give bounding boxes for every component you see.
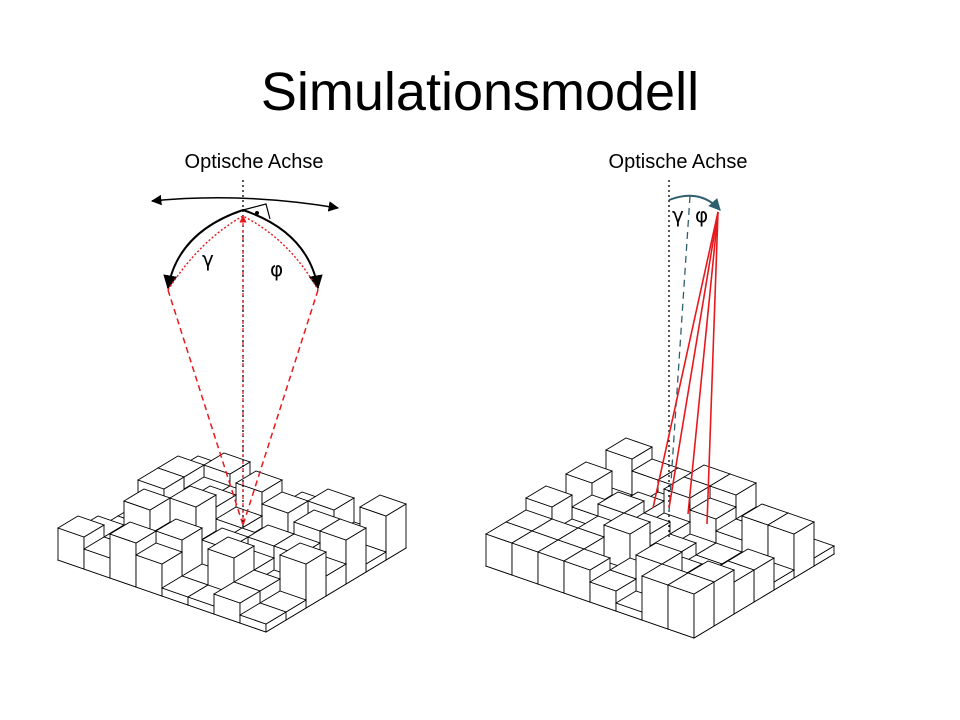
right-ray-4 <box>706 211 719 525</box>
terrain-block <box>358 494 408 517</box>
terrain-block <box>238 602 288 625</box>
terrain-block <box>666 572 716 595</box>
right-ray-2 <box>668 211 719 509</box>
terrain-block <box>318 518 368 541</box>
left-panel: Optische Achse γ φ <box>56 151 408 633</box>
right-dashed-ray <box>668 195 691 513</box>
left-axis-label: Optische Achse <box>185 151 324 173</box>
left-ray-gamma <box>167 289 244 526</box>
terrain-block <box>214 506 264 529</box>
terrain-block <box>168 485 218 508</box>
right-gamma-label: γ <box>672 203 684 227</box>
left-terrain <box>56 452 408 633</box>
terrain-block <box>108 521 158 544</box>
right-phi-label: φ <box>695 203 708 227</box>
terrain-block <box>634 542 684 565</box>
left-right-angle <box>242 203 271 220</box>
terrain-block <box>604 437 654 460</box>
terrain-block <box>562 548 612 571</box>
terrain-block <box>588 569 638 592</box>
terrain-block <box>154 518 204 541</box>
terrain-block <box>234 470 284 493</box>
right-ray-1 <box>652 211 719 509</box>
left-ray-phi <box>242 289 319 526</box>
left-rotation-arc <box>150 194 340 212</box>
right-terrain <box>484 437 836 639</box>
right-panel: Optische Achse γ φ <box>484 151 836 639</box>
right-angle-arc <box>668 194 721 211</box>
terrain-block <box>202 452 252 475</box>
terrain-block <box>564 461 614 484</box>
left-phi-label: φ <box>270 257 283 281</box>
left-gamma-label: γ <box>202 247 214 271</box>
terrain-block <box>122 488 172 511</box>
slide-title: Simulationsmodell <box>260 62 700 122</box>
terrain-block <box>766 512 816 535</box>
terrain-block <box>524 485 574 508</box>
right-rays <box>652 211 719 525</box>
terrain-block <box>602 512 652 535</box>
left-right-angle-dot <box>255 211 259 215</box>
terrain-block <box>306 488 356 511</box>
terrain-block <box>136 467 186 490</box>
terrain-block <box>596 491 646 514</box>
terrain-block <box>56 515 106 538</box>
terrain-block <box>212 581 262 604</box>
right-ray-3 <box>687 211 719 515</box>
terrain-block <box>708 473 758 496</box>
terrain-block <box>134 542 184 565</box>
terrain-block <box>206 536 256 559</box>
right-axis-label: Optische Achse <box>609 151 748 173</box>
terrain-block <box>278 542 328 565</box>
terrain-block <box>260 491 310 514</box>
terrain-block <box>662 476 712 499</box>
